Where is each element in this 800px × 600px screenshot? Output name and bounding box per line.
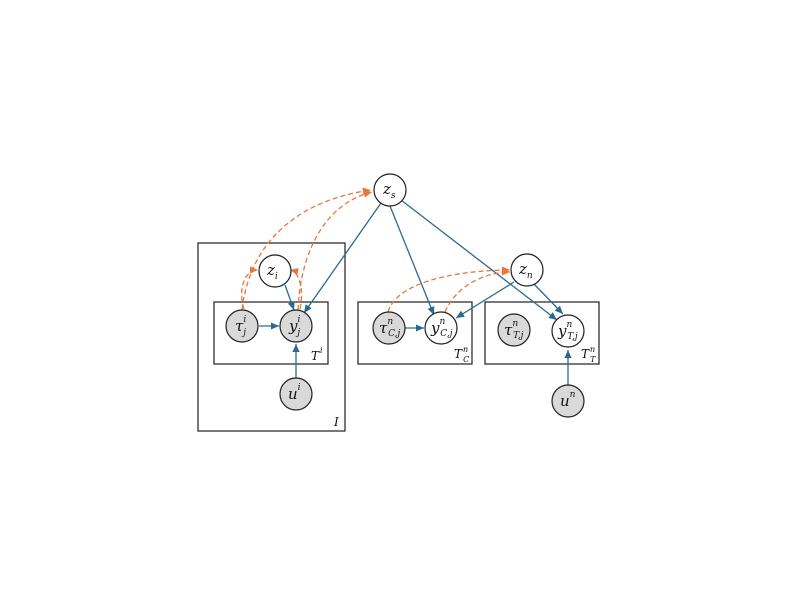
svg-text:ui: ui bbox=[288, 383, 301, 403]
edge-zs-ytn bbox=[400, 199, 558, 321]
plate-T-C bbox=[357, 301, 473, 365]
plate-I bbox=[197, 242, 346, 432]
edge-zn-ycn bbox=[455, 281, 515, 319]
svg-text:yij: yij bbox=[288, 315, 300, 338]
edge-zn-ytn bbox=[532, 282, 564, 315]
edge-zs-ycn bbox=[389, 205, 435, 316]
svg-text:un: un bbox=[560, 390, 576, 410]
node-z-s: zs bbox=[373, 173, 407, 207]
svg-text:τnC,j: τnC,j bbox=[379, 317, 401, 339]
node-u-i: ui bbox=[279, 377, 313, 411]
dashed-taucn-zn bbox=[387, 266, 511, 313]
svg-text:zs: zs bbox=[382, 180, 396, 201]
svg-text:τij: τij bbox=[235, 315, 246, 338]
plate-T-i bbox=[213, 301, 329, 365]
node-u-n: un bbox=[551, 384, 585, 418]
svg-text:zi: zi bbox=[266, 261, 278, 282]
node-z-i: zi bbox=[258, 254, 292, 288]
edge-zs-yi bbox=[303, 202, 382, 314]
svg-text:ynC,j: ynC,j bbox=[430, 317, 453, 339]
svg-text:zn: zn bbox=[518, 260, 533, 281]
node-z-n: zn bbox=[510, 253, 544, 287]
plate-label-T-i: Ti bbox=[311, 346, 323, 363]
edge-zi-yi bbox=[284, 284, 295, 311]
dashed-ycn-zn bbox=[444, 268, 511, 313]
dashed-taui-zi bbox=[241, 266, 259, 310]
svg-text:ynT,j: ynT,j bbox=[557, 320, 578, 342]
dashed-yi-zi bbox=[289, 268, 303, 310]
plate-T-T bbox=[484, 301, 600, 365]
svg-text:τnT,j: τnT,j bbox=[504, 319, 524, 341]
dashed-yi-zs bbox=[297, 190, 373, 311]
plate-label-I: I bbox=[333, 415, 339, 429]
dashed-taui-zs bbox=[241, 187, 372, 311]
